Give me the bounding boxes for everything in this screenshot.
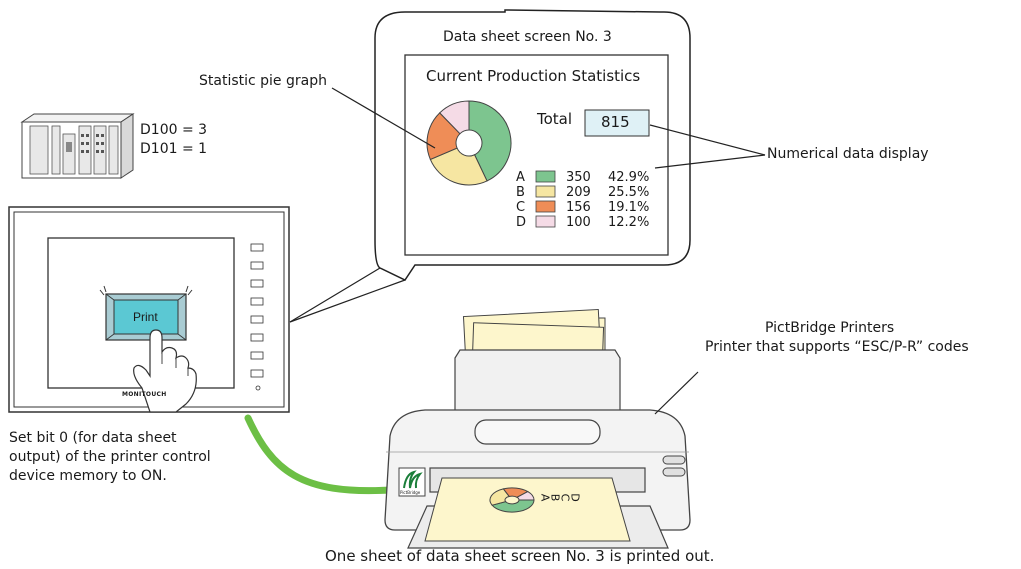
pie-slice-a: [491, 499, 535, 513]
row-b-letter: B: [516, 185, 525, 200]
pie-slice-a: [468, 100, 512, 182]
pie-slice-d: [515, 490, 535, 501]
row-a-letter: A: [516, 170, 525, 185]
function-keys: [250, 243, 264, 378]
plc-register-d100: D100 = 3: [140, 122, 208, 138]
row-b-value: 209: [566, 185, 591, 200]
total-value-box: [584, 109, 650, 137]
printer-callout-line: [654, 371, 699, 415]
cable: [244, 414, 394, 495]
note-line-2: output) of the printer control: [9, 449, 211, 465]
print-button-label[interactable]: Print: [133, 310, 158, 324]
press-sparks: [99, 285, 193, 296]
total-label: Total: [537, 110, 573, 128]
note-line-1: Set bit 0 (for data sheet: [9, 430, 177, 446]
row-a-percent: 42.9%: [608, 170, 650, 185]
plc-unit: [20, 113, 135, 179]
printed-pie-graph: [489, 487, 535, 513]
bottom-caption: One sheet of data sheet screen No. 3 is …: [325, 547, 715, 565]
numeric-callout-label: Numerical data display: [767, 146, 929, 162]
swatch-d: [535, 215, 556, 228]
swatch-c: [535, 200, 556, 213]
plc-register-d101: D101 = 1: [140, 141, 208, 157]
row-b-percent: 25.5%: [608, 185, 650, 200]
printer: [384, 308, 691, 549]
bubble-title: Data sheet screen No. 3: [443, 29, 612, 45]
print-button[interactable]: [105, 293, 187, 341]
bubble-pointer-lines: [289, 267, 406, 323]
swatch-b: [535, 185, 556, 198]
row-d-value: 100: [566, 215, 591, 230]
panel-brand: MONITOUCH: [122, 391, 167, 398]
pie-slice-d: [439, 100, 470, 135]
numeric-callout-lines: [649, 124, 766, 169]
pie-callout-label: Statistic pie graph: [199, 73, 327, 89]
pie-callout-line: [331, 87, 436, 149]
pictbridge-logo-text: PictBridge: [400, 490, 421, 495]
statistic-pie-graph: [426, 100, 512, 186]
row-d-letter: D: [516, 215, 527, 230]
printer-label-2: Printer that supports “ESC/P-R” codes: [705, 339, 969, 355]
row-d-percent: 12.2%: [608, 215, 650, 230]
row-a-value: 350: [566, 170, 591, 185]
printer-label-1: PictBridge Printers: [765, 320, 895, 336]
note-line-3: device memory to ON.: [9, 468, 167, 484]
row-c-value: 156: [566, 200, 591, 215]
row-c-letter: C: [516, 200, 526, 215]
pie-slice-b: [429, 147, 488, 186]
total-value: 815: [601, 113, 630, 131]
screen-title: Current Production Statistics: [426, 67, 641, 85]
pointing-hand-icon: [133, 329, 197, 413]
paper-letter-d: D: [568, 493, 582, 502]
row-c-percent: 19.1%: [608, 200, 650, 215]
swatch-a: [535, 170, 556, 183]
